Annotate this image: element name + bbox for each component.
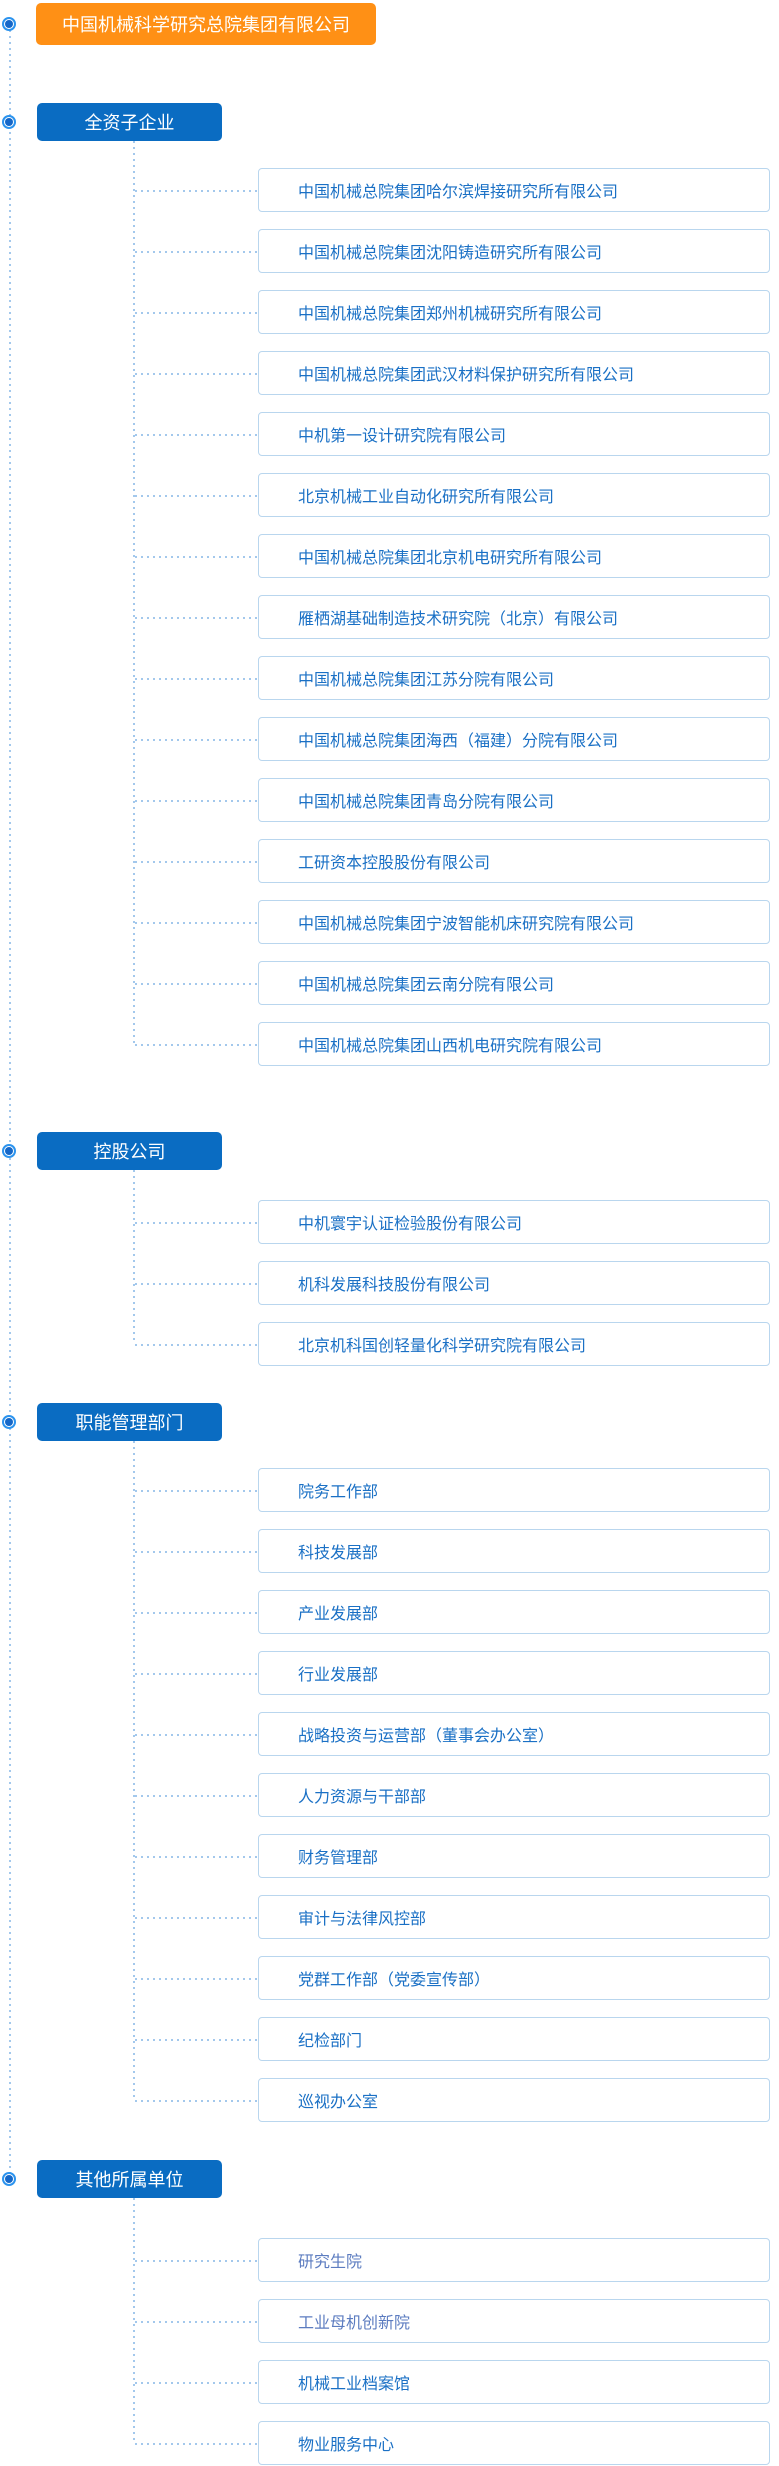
org-item-link[interactable]: 物业服务中心 [135,2421,770,2465]
org-item-link[interactable]: 中国机械总院集团山西机电研究院有限公司 [135,1022,770,1066]
org-item-link[interactable]: 中国机械总院集团哈尔滨焊接研究所有限公司 [135,168,770,212]
org-item-link[interactable]: 中国机械总院集团江苏分院有限公司 [135,656,770,700]
root-company-link[interactable]: 中国机械科学研究总院集团有限公司 [36,3,376,45]
section-item-list: 研究生院工业母机创新院机械工业档案馆物业服务中心 [0,2238,779,2465]
section-head-row: 全资子企业 [0,103,779,141]
org-item-link[interactable]: 产业发展部 [135,1590,770,1634]
section-header-4[interactable]: 其他所属单位 [37,2160,222,2198]
node-bullet-icon [2,1144,16,1158]
org-item-link[interactable]: 中国机械总院集团青岛分院有限公司 [135,778,770,822]
org-item-link[interactable]: 党群工作部（党委宣传部） [135,1956,770,2000]
org-item-link[interactable]: 中国机械总院集团北京机电研究所有限公司 [135,534,770,578]
sections-container: 全资子企业 中国机械总院集团哈尔滨焊接研究所有限公司中国机械总院集团沈阳铸造研究… [0,103,779,2465]
org-item-link[interactable]: 院务工作部 [135,1468,770,1512]
org-item-link[interactable]: 科技发展部 [135,1529,770,1573]
section-head-row: 其他所属单位 [0,2160,779,2198]
section-header-2[interactable]: 控股公司 [37,1132,222,1170]
org-item-link[interactable]: 研究生院 [135,2238,770,2282]
node-bullet-icon [2,115,16,129]
org-item-link[interactable]: 雁栖湖基础制造技术研究院（北京）有限公司 [135,595,770,639]
org-item-link[interactable]: 中国机械总院集团云南分院有限公司 [135,961,770,1005]
node-bullet-icon [2,2172,16,2186]
org-item-link[interactable]: 审计与法律风控部 [135,1895,770,1939]
org-section: 职能管理部门 院务工作部科技发展部产业发展部行业发展部战略投资与运营部（董事会办… [0,1403,779,2122]
org-item-link[interactable]: 财务管理部 [135,1834,770,1878]
org-item-link[interactable]: 中国机械总院集团武汉材料保护研究所有限公司 [135,351,770,395]
section-item-list: 中机寰宇认证检验股份有限公司机科发展科技股份有限公司北京机科国创轻量化科学研究院… [0,1200,779,1366]
org-item-link[interactable]: 北京机械工业自动化研究所有限公司 [135,473,770,517]
org-item-link[interactable]: 中国机械总院集团宁波智能机床研究院有限公司 [135,900,770,944]
org-item-link[interactable]: 行业发展部 [135,1651,770,1695]
node-bullet-icon [2,1415,16,1429]
org-item-link[interactable]: 中国机械总院集团郑州机械研究所有限公司 [135,290,770,334]
section-head-row: 控股公司 [0,1132,779,1170]
section-header-3[interactable]: 职能管理部门 [37,1403,222,1441]
section-head-row: 职能管理部门 [0,1403,779,1441]
tree-spine-line [9,24,11,2180]
org-item-link[interactable]: 机械工业档案馆 [135,2360,770,2404]
section-item-list: 中国机械总院集团哈尔滨焊接研究所有限公司中国机械总院集团沈阳铸造研究所有限公司中… [0,168,779,1066]
org-item-link[interactable]: 中机寰宇认证检验股份有限公司 [135,1200,770,1244]
org-section: 全资子企业 中国机械总院集团哈尔滨焊接研究所有限公司中国机械总院集团沈阳铸造研究… [0,103,779,1066]
org-item-link[interactable]: 工业母机创新院 [135,2299,770,2343]
org-item-link[interactable]: 中国机械总院集团海西（福建）分院有限公司 [135,717,770,761]
section-item-list: 院务工作部科技发展部产业发展部行业发展部战略投资与运营部（董事会办公室） 人力资源… [0,1468,779,2122]
node-bullet-icon [2,17,16,31]
org-item-link[interactable]: 战略投资与运营部（董事会办公室） [135,1712,770,1756]
org-section: 控股公司 中机寰宇认证检验股份有限公司机科发展科技股份有限公司北京机科国创轻量化… [0,1132,779,1366]
org-item-link[interactable]: 北京机科国创轻量化科学研究院有限公司 [135,1322,770,1366]
org-section: 其他所属单位 研究生院工业母机创新院机械工业档案馆物业服务中心 [0,2160,779,2465]
org-item-link[interactable]: 中国机械总院集团沈阳铸造研究所有限公司 [135,229,770,273]
org-item-link[interactable]: 工研资本控股股份有限公司 [135,839,770,883]
org-item-link[interactable]: 巡视办公室 [135,2078,770,2122]
root-node: 中国机械科学研究总院集团有限公司 [0,3,779,45]
section-header-1[interactable]: 全资子企业 [37,103,222,141]
org-item-link[interactable]: 纪检部门 [135,2017,770,2061]
org-item-link[interactable]: 人力资源与干部部 [135,1773,770,1817]
org-item-link[interactable]: 机科发展科技股份有限公司 [135,1261,770,1305]
org-item-link[interactable]: 中机第一设计研究院有限公司 [135,412,770,456]
